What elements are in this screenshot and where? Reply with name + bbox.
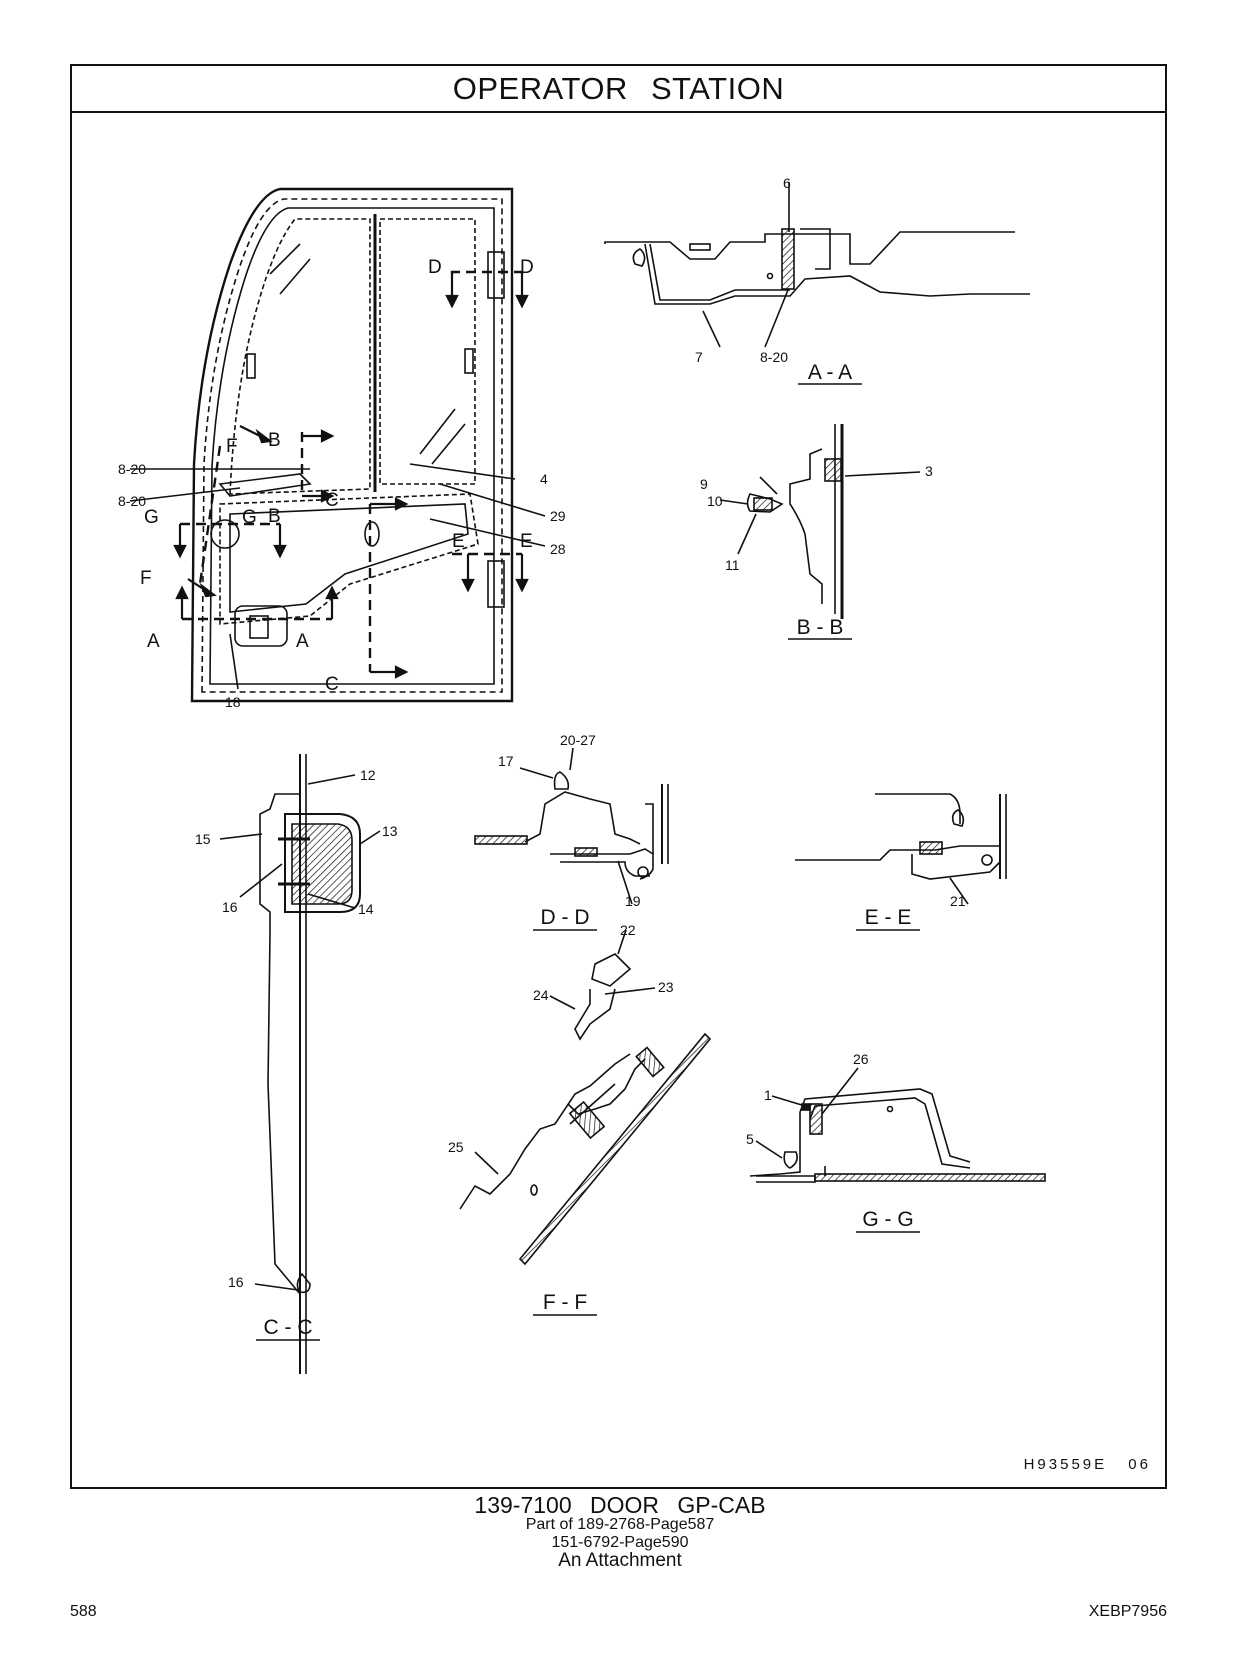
section-d-d	[474, 747, 669, 905]
callout-2: 3	[925, 463, 933, 479]
callout-7-lower: 8-20	[118, 493, 146, 509]
view-marker-a-left: A	[147, 631, 160, 652]
view-marker-c-top: C	[325, 490, 339, 511]
callout-1: 1	[764, 1087, 772, 1103]
callout-29: 29	[550, 508, 566, 524]
part-of-line-2: 151-6792-Page590	[551, 1534, 689, 1551]
view-marker-g-right: G	[242, 507, 257, 528]
part-of-line: Part of 189-2768-Page587	[525, 1516, 715, 1533]
view-marker-a-right: A	[296, 631, 309, 652]
callout-9: 10	[707, 493, 723, 509]
page-title: OPERATOR STATION	[452, 70, 785, 106]
view-marker-f-top: F	[226, 436, 238, 457]
section-label-e-e: E - E	[865, 906, 912, 929]
section-c-c	[219, 754, 381, 1374]
view-marker-e-left: E	[452, 531, 465, 552]
callout-3: 4	[540, 471, 548, 487]
callout-16: 16	[228, 1274, 244, 1290]
callout-15: 16	[222, 899, 238, 915]
view-marker-b-bottom: B	[268, 506, 281, 527]
callout-13: 14	[358, 901, 374, 917]
callout-25: 25	[448, 1139, 464, 1155]
callout-7-aa: 8-20	[760, 349, 788, 365]
callout-11: 12	[360, 767, 376, 783]
callout-6: 7	[695, 349, 703, 365]
document-id: XEBP7956	[1088, 1603, 1167, 1620]
view-marker-b-top: B	[268, 430, 281, 451]
callout-28: 28	[550, 541, 566, 557]
view-marker-f-bottom: F	[140, 568, 152, 589]
section-label-b-b: B - B	[797, 616, 844, 639]
section-label-f-f: F - F	[543, 1291, 587, 1314]
page-number: 588	[70, 1603, 97, 1620]
callout-26: 26	[853, 1051, 869, 1067]
section-g-g	[749, 1067, 1046, 1183]
door-main-view	[129, 187, 546, 703]
callout-22: 22	[620, 922, 636, 938]
view-marker-d-left: D	[428, 257, 442, 278]
drawing-frame: OPERATOR STATION H93559E 06	[70, 64, 1167, 1489]
illustration-code: H93559E 06	[1023, 1456, 1151, 1473]
section-b-b	[719, 424, 921, 619]
view-marker-e-right: E	[520, 531, 533, 552]
callout-17: 17	[498, 753, 514, 769]
callout-21: 21	[950, 893, 966, 909]
callout-18: 18	[225, 694, 241, 710]
callout-5: 5	[746, 1131, 754, 1147]
callout-8-20: 9	[700, 476, 708, 492]
parts-diagram: D D E E B B F F C C G G A A A - A B - B …	[118, 175, 1046, 1374]
callout-23: 23	[658, 979, 674, 995]
attachment-note: An Attachment	[558, 1550, 682, 1571]
callout-7-upper: 8-20	[118, 461, 146, 477]
view-marker-c-bottom: C	[325, 674, 339, 695]
section-a-a	[604, 182, 1030, 348]
callout-10: 11	[725, 557, 740, 573]
callout-24: 24	[533, 987, 549, 1003]
callout-20-27: 20-27	[560, 732, 596, 748]
title-bar: OPERATOR STATION	[72, 66, 1165, 113]
section-label-c-c: C - C	[264, 1316, 313, 1339]
part-title: 139-7100 DOOR GP-CAB	[474, 1492, 766, 1518]
section-label-a-a: A - A	[808, 361, 852, 384]
callout-19: 19	[625, 893, 641, 909]
view-marker-d-right: D	[520, 257, 534, 278]
callout-14: 15	[195, 831, 211, 847]
callout-4: 6	[783, 175, 791, 191]
view-marker-g-left: G	[144, 507, 159, 528]
section-label-g-g: G - G	[862, 1208, 913, 1231]
section-e-e	[795, 793, 1007, 905]
section-label-d-d: D - D	[541, 906, 590, 929]
section-f-f	[459, 929, 712, 1266]
callout-12: 13	[382, 823, 398, 839]
